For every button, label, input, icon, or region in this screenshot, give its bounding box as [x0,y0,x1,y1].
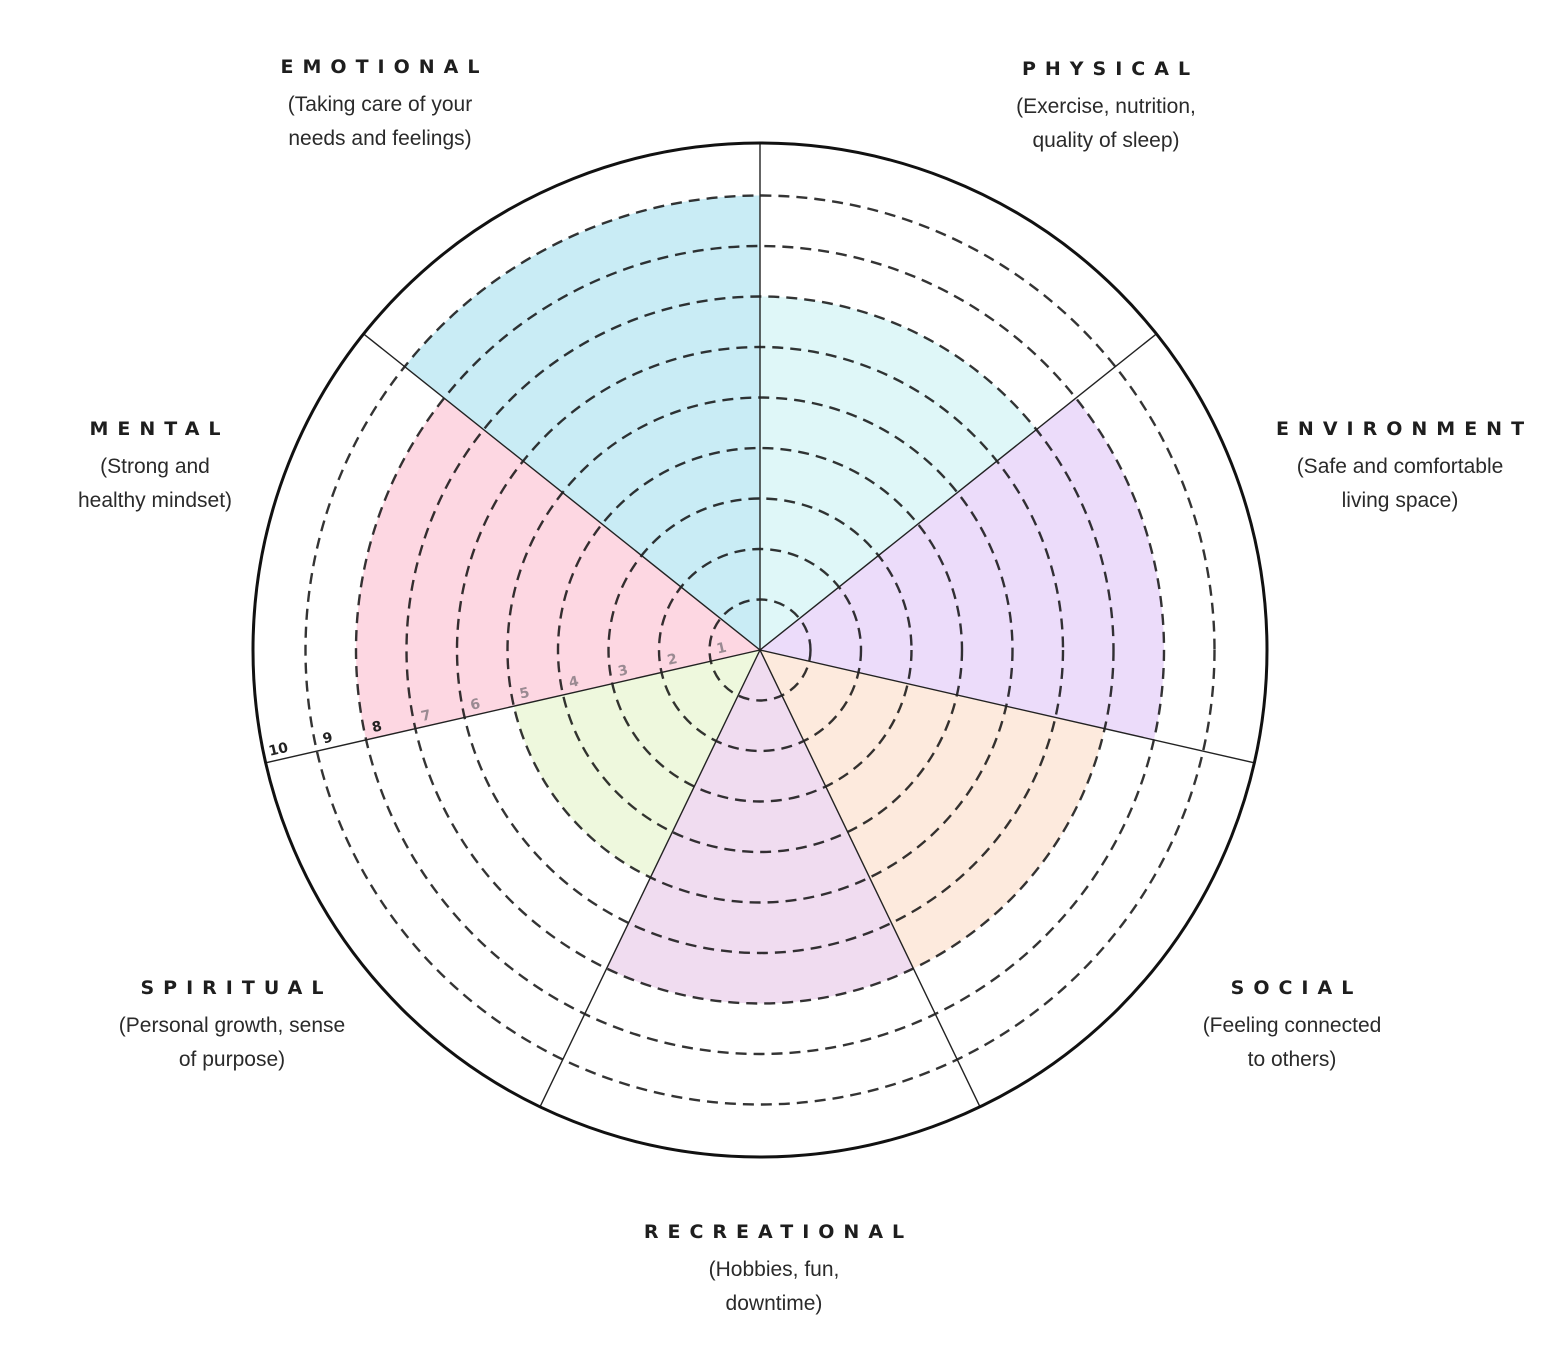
scale-label: 4 [567,673,580,691]
ring-3 [607,497,913,803]
spoke [539,649,761,1108]
segment-physical [760,296,1037,650]
sector-dividers [265,143,1255,1108]
label-desc: (Feeling connected [1202,1014,1382,1037]
label-social: SOCIAL (Feeling connected to others) [1203,977,1382,1077]
spoke [265,649,761,764]
label-mental: MENTAL (Strong and healthy mindset) [78,418,232,518]
label-title: PHYSICAL [1021,58,1200,80]
label-desc: needs and feelings) [288,127,472,150]
label-emotional: EMOTIONAL (Taking care of your needs and… [272,56,489,156]
scale-labels: 1 2 3 4 5 6 7 8 9 10 [267,640,728,760]
label-desc: (Personal growth, sense [118,1014,346,1037]
scale-label: 10 [267,740,290,760]
spoke [759,649,1255,764]
label-desc: downtime) [725,1292,823,1315]
ring-9 [304,194,1216,1106]
scale-label: 6 [469,696,482,714]
ring-8 [354,244,1166,1056]
spoke [759,649,981,1108]
spoke [759,333,1157,651]
label-recreational: RECREATIONAL (Hobbies, fun, downtime) [635,1221,913,1321]
segment-social [760,650,1105,969]
label-title: ENVIRONMENT [1275,418,1534,440]
outer-circle [251,141,1269,1159]
label-desc: (Taking care of your [287,93,473,116]
scale-label: 3 [617,662,630,680]
label-desc: (Exercise, nutrition, [1016,95,1196,118]
label-desc: to others) [1247,1048,1337,1071]
label-title: SPIRITUAL [140,977,333,999]
label-environment: ENVIRONMENT (Safe and comfortable living… [1267,418,1533,518]
label-title: EMOTIONAL [280,56,489,78]
ring-4 [556,446,964,854]
label-title: RECREATIONAL [643,1221,914,1243]
label-title: SOCIAL [1230,977,1363,999]
segment-emotional [404,195,760,650]
label-desc: quality of sleep) [1032,129,1180,152]
label-desc: living space) [1341,489,1459,512]
label-title: MENTAL [89,418,230,440]
label-desc: (Safe and comfortable [1296,455,1504,478]
segment-recreational [606,650,914,1004]
scale-label: 7 [420,707,433,725]
spoke [363,333,761,651]
scale-label: 2 [666,651,679,669]
scale-label: 9 [321,730,334,748]
label-desc: (Strong and [100,455,210,478]
label-desc: of purpose) [178,1048,286,1071]
label-desc: healthy mindset) [77,489,233,512]
scale-label: 8 [370,718,383,736]
label-desc: (Hobbies, fun, [708,1258,840,1281]
label-physical: PHYSICAL (Exercise, nutrition, quality o… [1013,58,1199,158]
scale-label: 5 [518,685,531,703]
label-spiritual: SPIRITUAL (Personal growth, sense of pur… [119,977,345,1077]
scale-label: 1 [715,640,728,658]
